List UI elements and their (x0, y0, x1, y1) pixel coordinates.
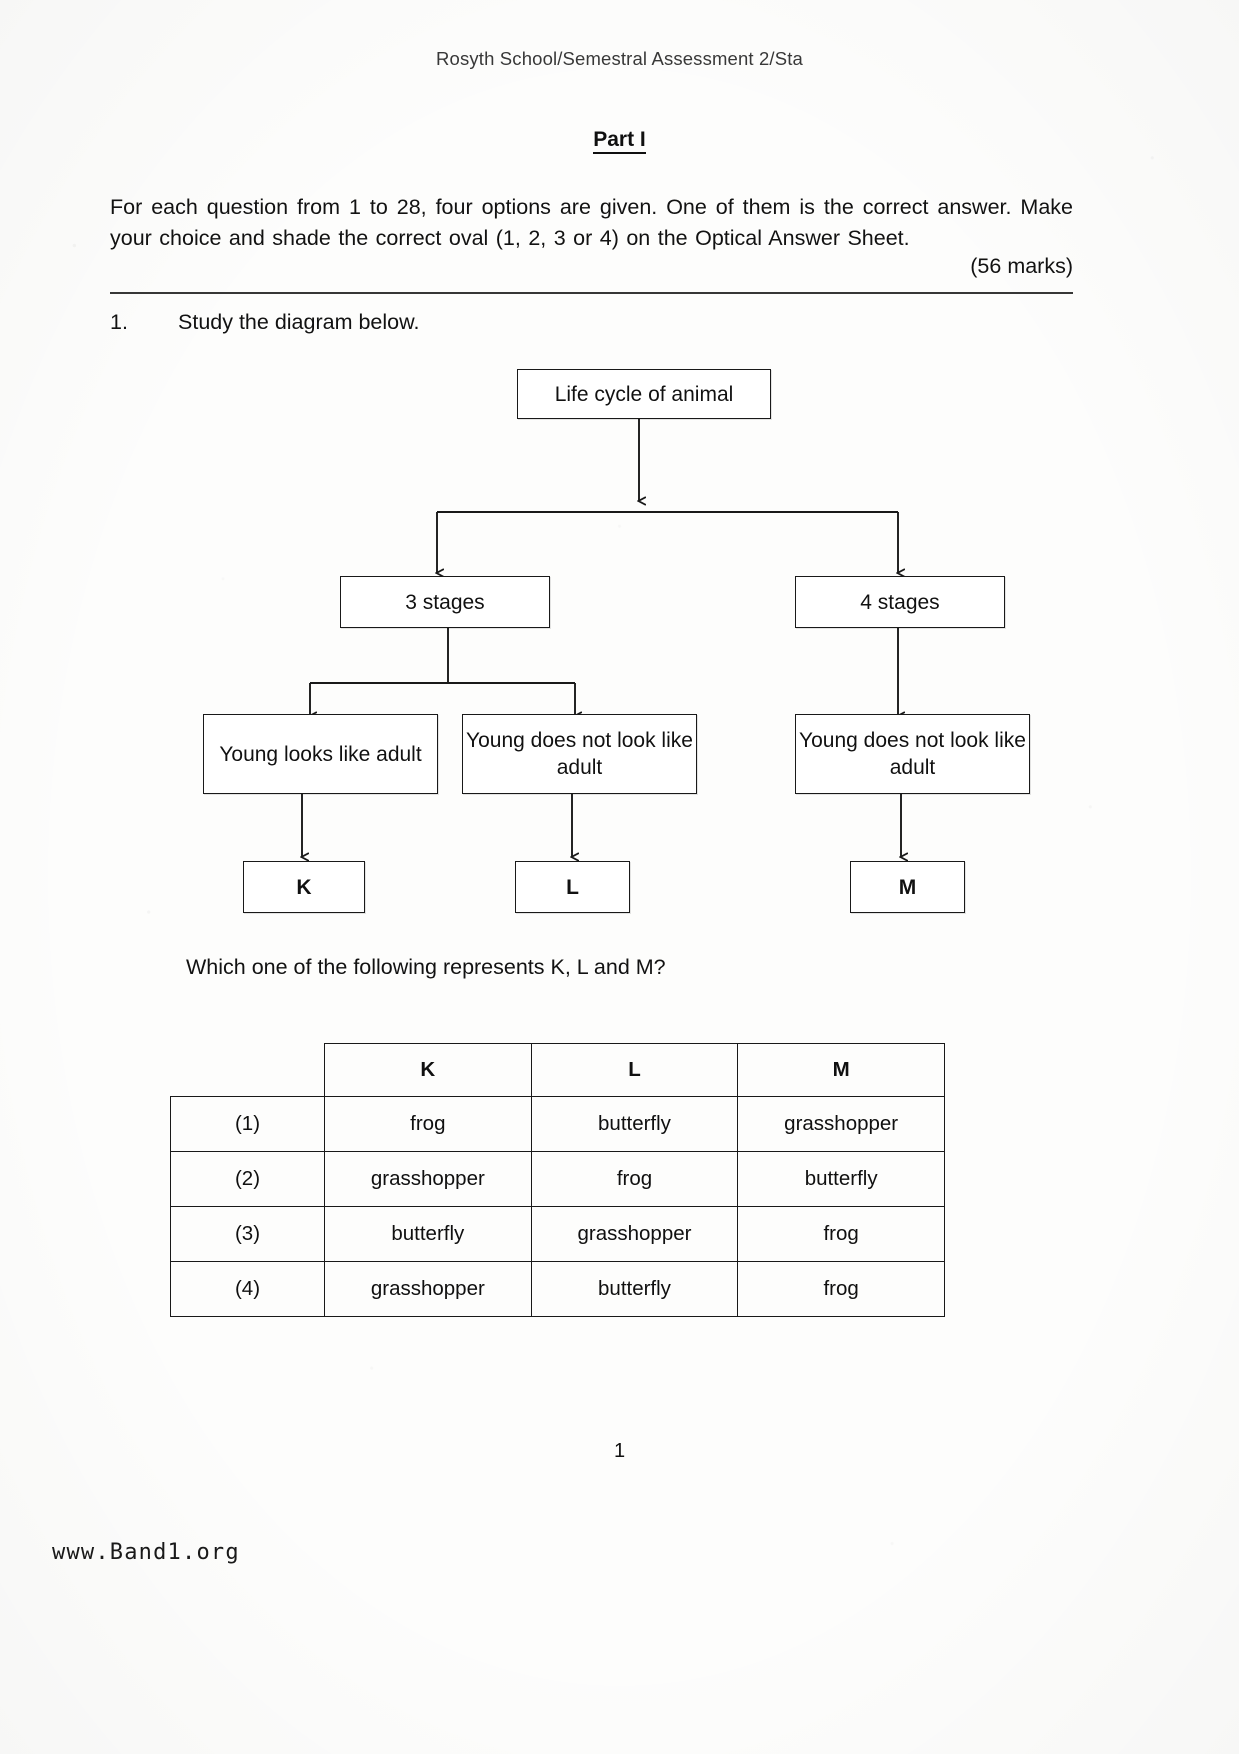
flow-node-leaf-young-looks-like-adult: Young looks like adult (203, 714, 438, 794)
site-watermark: www.Band1.org (52, 1540, 240, 1565)
option-1-k: frog (324, 1096, 532, 1152)
option-2-k: grasshopper (324, 1151, 532, 1207)
table-row[interactable]: (1) frog butterfly grasshopper (170, 1096, 945, 1152)
option-3-m: frog (737, 1206, 945, 1262)
table-corner-cell (170, 1043, 325, 1097)
answer-table-body: (1) frog butterfly grasshopper (2) grass… (170, 1096, 945, 1317)
marks-label: (56 marks) (970, 254, 1073, 278)
flow-node-m: M (850, 861, 965, 913)
flow-node-leaf-2-label: Young does not look like adult (466, 729, 693, 779)
option-2-m: butterfly (737, 1151, 945, 1207)
option-label-3: (3) (170, 1206, 325, 1262)
flow-node-m-label: M (898, 875, 917, 899)
section-divider (110, 292, 1073, 294)
table-header-m: M (737, 1043, 945, 1097)
table-header-k: K (324, 1043, 532, 1097)
flow-node-four-stages: 4 stages (795, 576, 1005, 628)
flow-node-k-label: K (296, 875, 312, 899)
flow-node-leaf-young-not-like-adult-left: Young does not look like adult (462, 714, 697, 794)
flow-node-four-stages-label: 4 stages (860, 590, 940, 614)
option-4-l: butterfly (530, 1261, 739, 1317)
running-head: Rosyth School/Semestral Assessment 2/Sta (436, 48, 803, 69)
flow-node-three-stages-label: 3 stages (405, 590, 485, 614)
table-header-l: L (530, 1043, 739, 1097)
flow-node-root: Life cycle of animal (517, 369, 771, 419)
page-number: 1 (613, 1440, 626, 1462)
table-row[interactable]: (3) butterfly grasshopper frog (170, 1206, 945, 1262)
option-3-l: grasshopper (530, 1206, 739, 1262)
option-label-1: (1) (170, 1096, 325, 1152)
part-title-text: Part I (593, 128, 646, 154)
question-number: 1. (110, 310, 128, 334)
option-3-k: butterfly (324, 1206, 532, 1262)
option-1-l: butterfly (530, 1096, 739, 1152)
answer-options-table: K L M (1) frog butterfly grasshopper (2)… (170, 1043, 945, 1317)
flow-node-leaf-1-label: Young looks like adult (219, 742, 422, 766)
option-2-l: frog (530, 1151, 739, 1207)
table-row[interactable]: (4) grasshopper butterfly frog (170, 1261, 945, 1317)
option-label-4: (4) (170, 1261, 325, 1317)
flow-node-three-stages: 3 stages (340, 576, 550, 628)
flow-node-l: L (515, 861, 630, 913)
table-header-row: K L M (170, 1043, 945, 1097)
option-1-m: grasshopper (737, 1096, 945, 1152)
table-row[interactable]: (2) grasshopper frog butterfly (170, 1151, 945, 1207)
option-4-k: grasshopper (324, 1261, 532, 1317)
flow-node-leaf-young-not-like-adult-right: Young does not look like adult (795, 714, 1030, 794)
part-title: Part I (0, 128, 1239, 154)
question-stem: Study the diagram below. (178, 310, 420, 334)
flow-node-k: K (243, 861, 365, 913)
instructions-paragraph: For each question from 1 to 28, four opt… (110, 195, 1073, 250)
flow-node-leaf-3-label: Young does not look like adult (799, 729, 1026, 779)
flow-node-root-label: Life cycle of animal (554, 382, 734, 406)
option-4-m: frog (737, 1261, 945, 1317)
answer-table-head: K L M (170, 1043, 945, 1097)
option-label-2: (2) (170, 1151, 325, 1207)
question-followup: Which one of the following represents K,… (186, 955, 666, 979)
flow-node-l-label: L (566, 875, 579, 899)
